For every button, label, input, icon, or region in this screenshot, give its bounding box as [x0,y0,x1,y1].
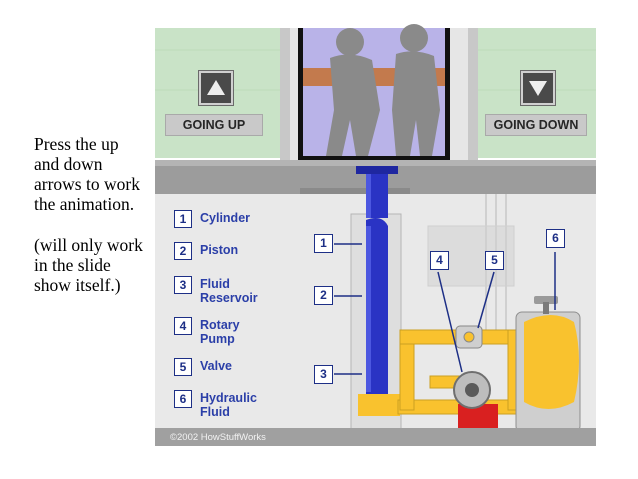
triangle-up-icon [207,80,225,95]
piston-rod [366,166,388,218]
callout-cylinder: 1 [314,234,333,253]
reservoir-fluid [358,394,400,416]
legend-item-rotary-pump: 4 Rotary Pump [174,317,240,346]
legend-label: Rotary Pump [200,318,240,346]
callout-fluid-reservoir: 3 [314,365,333,384]
slideshow-note: (will only work in the slide show itself… [34,235,143,295]
piston [366,218,388,394]
legend-item-valve: 5 Valve [174,358,232,376]
legend-item-cylinder: 1 Cylinder [174,210,250,228]
legend-number: 6 [174,390,192,408]
legend-number: 4 [174,317,192,335]
legend-label: Hydraulic Fluid [200,391,257,419]
legend-number: 5 [174,358,192,376]
legend-item-fluid-reservoir: 3 Fluid Reservoir [174,276,258,305]
callout-valve: 5 [485,251,504,270]
instruction-text: Press the up and down arrows to work the… [34,134,140,214]
legend-number: 3 [174,276,192,294]
down-arrow-button[interactable] [521,71,555,105]
callout-hydraulic-fluid: 6 [546,229,565,248]
ground [155,428,596,446]
going-up-label: GOING UP [165,114,263,136]
passenger-silhouettes [326,24,440,156]
callout-rotary-pump: 4 [430,251,449,270]
legend-label: Valve [200,359,232,373]
legend-item-piston: 2 Piston [174,242,238,260]
copyright-text: ©2002 HowStuffWorks [170,432,266,443]
legend-label: Cylinder [200,211,251,225]
legend-label: Fluid Reservoir [200,277,258,305]
going-down-label: GOING DOWN [485,114,587,136]
instruction-panel: Press the up and down arrows to work the… [34,134,146,316]
up-arrow-button[interactable] [199,71,233,105]
triangle-down-icon [529,81,547,96]
legend-number: 1 [174,210,192,228]
pump-base [458,404,498,432]
legend-number: 2 [174,242,192,260]
legend-label: Piston [200,243,239,257]
legend-item-hydraulic-fluid: 6 Hydraulic Fluid [174,390,257,419]
callout-piston: 2 [314,286,333,305]
hydraulic-fluid [524,315,579,409]
